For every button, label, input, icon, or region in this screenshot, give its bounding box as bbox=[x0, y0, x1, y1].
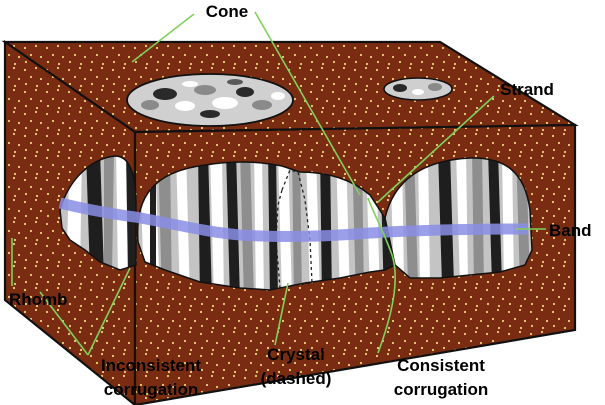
label-inconsistent-corrugation-line2: corrugation bbox=[104, 380, 198, 399]
label-crystal-line1: Crystal bbox=[267, 345, 325, 364]
front-crystal-outline-right bbox=[384, 157, 533, 279]
front-crystal-outline-left bbox=[136, 161, 396, 291]
horizontal-band bbox=[58, 197, 529, 242]
label-cone: Cone bbox=[206, 2, 249, 21]
label-consistent-corrugation-line1: Consistent bbox=[397, 356, 485, 375]
leader-lines bbox=[11, 11, 546, 356]
front-crystal-section-left bbox=[137, 162, 395, 290]
label-strand: Strand bbox=[500, 80, 554, 99]
cone-section-large bbox=[126, 73, 294, 127]
cone-section-small bbox=[383, 77, 453, 101]
label-crystal-line2: (dashed) bbox=[261, 369, 332, 388]
crystal-dashed-outline bbox=[275, 169, 313, 289]
label-consistent-corrugation-line2: corrugation bbox=[394, 380, 488, 399]
label-rhomb: Rhomb bbox=[9, 290, 68, 309]
label-band: Band bbox=[549, 221, 592, 240]
label-inconsistent-corrugation-line1: Inconsistent bbox=[101, 356, 201, 375]
side-crystal-outline bbox=[59, 155, 137, 271]
